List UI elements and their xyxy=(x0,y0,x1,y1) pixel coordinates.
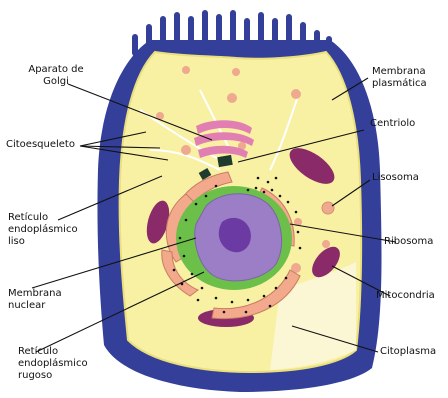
lysosome xyxy=(322,202,334,214)
label-smooth-er: Retículo endoplásmico liso xyxy=(8,212,78,248)
label-nuclear-membrane: Membrana nuclear xyxy=(8,288,62,312)
label-cytoplasm: Citoplasma xyxy=(380,346,436,358)
label-centriole: Centriolo xyxy=(370,118,415,130)
label-cytoskeleton: Citoesqueleto xyxy=(6,139,75,151)
label-ribosome: Ribosoma xyxy=(384,236,433,248)
label-rough-er: Retículo endoplásmico rugoso xyxy=(18,346,88,382)
label-mitochondria: Mitocondria xyxy=(376,290,435,302)
label-golgi: Aparato de Golgi xyxy=(20,64,92,88)
label-lysosome: Lisosoma xyxy=(372,172,419,184)
golgi-apparatus xyxy=(194,120,254,158)
label-plasma-membrane: Membrana plasmática xyxy=(372,66,427,90)
